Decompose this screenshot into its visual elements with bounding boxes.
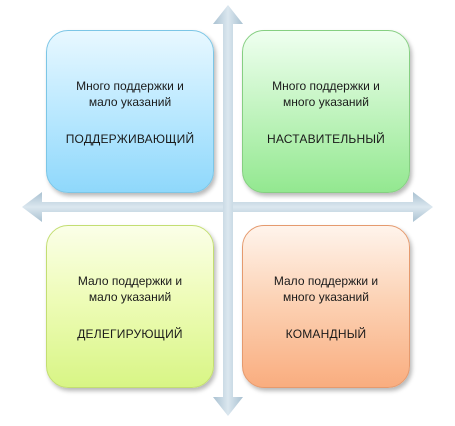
description-line-1: Мало поддержки и [77, 274, 183, 288]
description-line-2: много указаний [283, 95, 369, 109]
style-name: ДЕЛЕГИРУЮЩИЙ [77, 327, 183, 341]
quadrant-description: Много поддержки и мало указаний [70, 78, 190, 110]
description-line-1: Много поддержки и [76, 79, 184, 93]
quadrant-description: Много поддержки и много указаний [266, 78, 386, 110]
style-name: НАСТАВИТЕЛЬНЫЙ [266, 132, 386, 146]
quadrant-description: Мало поддержки и много указаний [268, 273, 384, 305]
description-line-2: много указаний [283, 290, 369, 304]
quadrant-supporting: Много поддержки и мало указаний ПОДДЕРЖИ… [46, 30, 214, 193]
description-line-1: Мало поддержки и [273, 274, 379, 288]
description-line-2: мало указаний [88, 290, 172, 304]
style-name: КОМАНДНЫЙ [285, 327, 367, 341]
style-name: ПОДДЕРЖИВАЮЩИЙ [65, 132, 195, 146]
quadrant-delegating: Мало поддержки и мало указаний ДЕЛЕГИРУЮ… [46, 225, 214, 388]
quadrant-mentoring: Много поддержки и много указаний НАСТАВИ… [242, 30, 410, 193]
vertical-axis-arrow [213, 5, 243, 416]
quadrant-description: Мало поддержки и мало указаний [72, 273, 188, 305]
description-line-1: Много поддержки и [272, 79, 380, 93]
description-line-2: мало указаний [88, 95, 172, 109]
quadrant-directing: Мало поддержки и много указаний КОМАНДНЫ… [242, 225, 410, 388]
